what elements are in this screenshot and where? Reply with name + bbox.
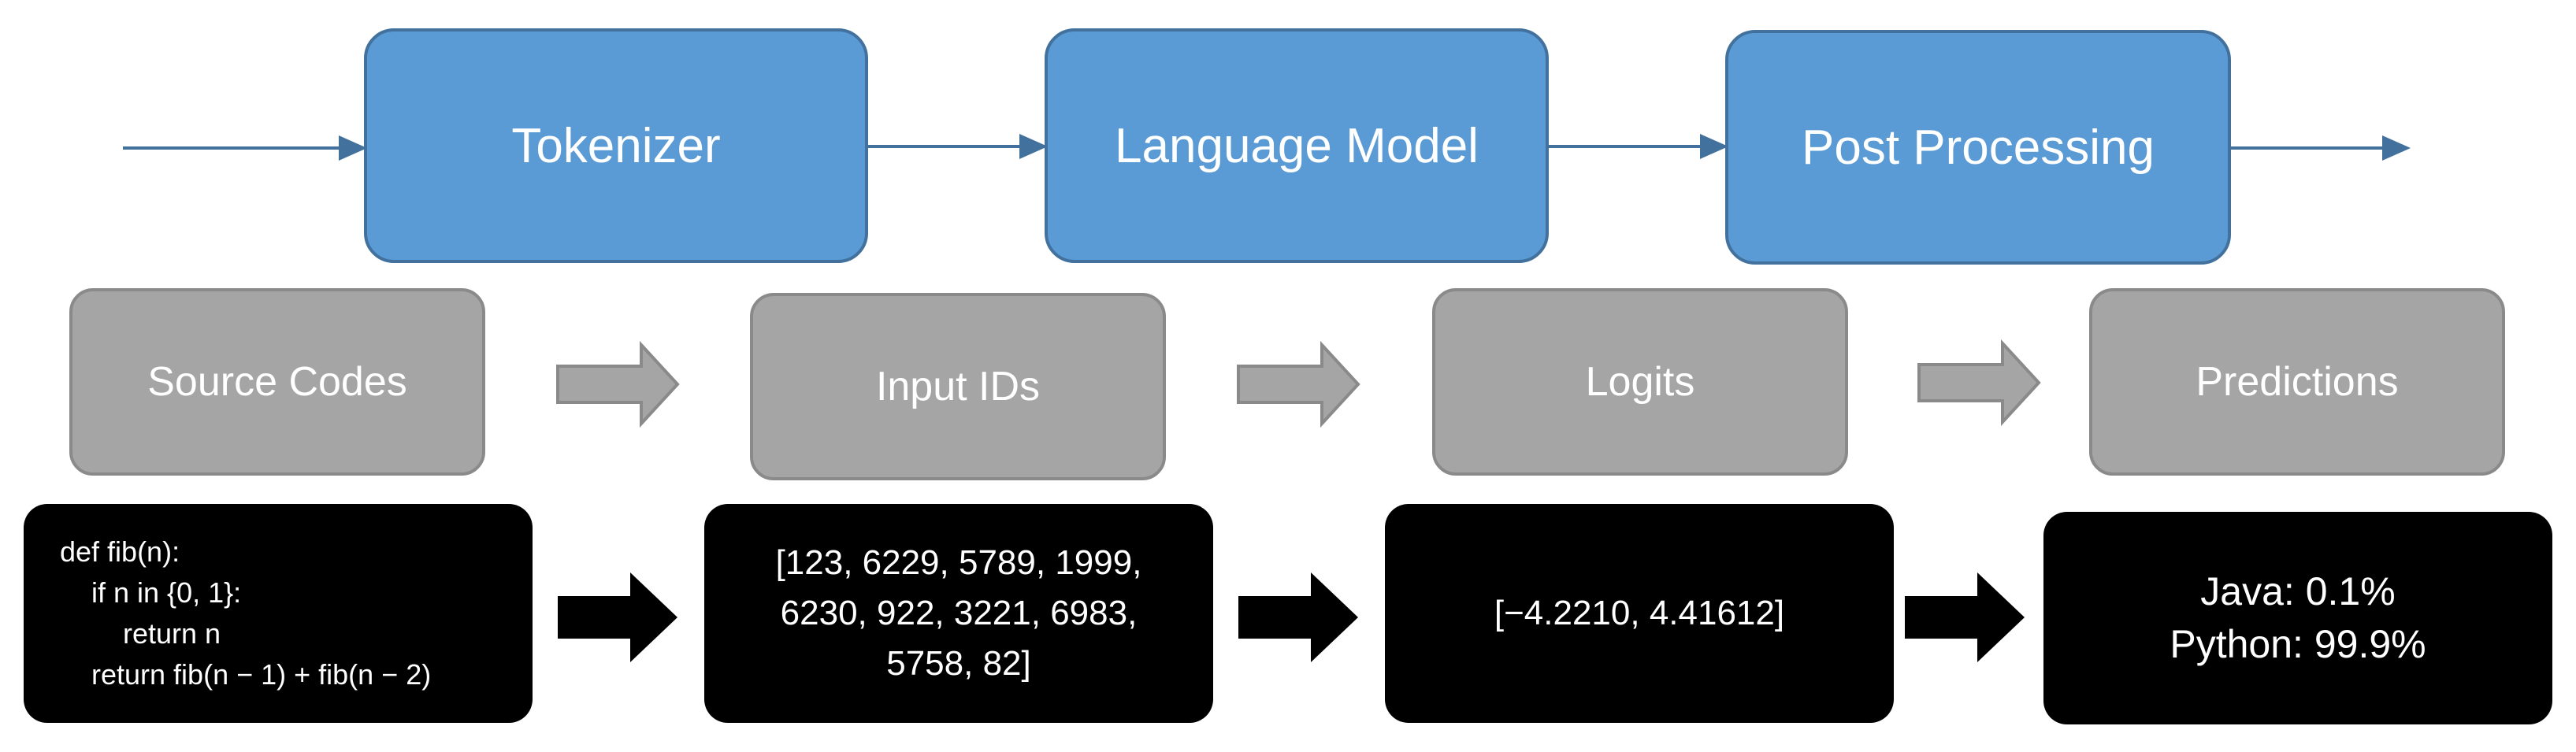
tokenizer-label: Tokenizer xyxy=(511,118,721,173)
input-ids-box: Input IDs xyxy=(750,293,1166,480)
gray-arrow-2 xyxy=(1237,340,1360,428)
black-arrow-3 xyxy=(1905,572,2025,662)
code-line: if n in {0, 1}: xyxy=(60,576,242,609)
gray-arrow-3 xyxy=(1917,339,2041,427)
predictions-label: Predictions xyxy=(2196,359,2399,405)
code-line: def fib(n): xyxy=(60,535,180,568)
predictions-example: Java: 0.1% Python: 99.9% xyxy=(2043,512,2552,724)
post-processing-label: Post Processing xyxy=(1802,120,2155,175)
predictions-box: Predictions xyxy=(2089,288,2505,476)
black-arrow-2 xyxy=(1238,572,1358,662)
language-model-label: Language Model xyxy=(1115,118,1479,173)
prediction-line: Python: 99.9% xyxy=(2170,622,2426,666)
input-ids-label: Input IDs xyxy=(875,364,1041,409)
source-codes-label: Source Codes xyxy=(147,359,407,405)
language-model-stage: Language Model xyxy=(1045,28,1549,263)
post-processing-stage: Post Processing xyxy=(1725,30,2231,265)
logits-values: [−4.2210, 4.41612] xyxy=(1494,594,1785,633)
source-code-example: def fib(n): if n in {0, 1}: return n ret… xyxy=(24,504,533,723)
input-ids-line: 6230, 922, 3221, 6983, xyxy=(780,594,1138,633)
predictions-values: Java: 0.1% Python: 99.9% xyxy=(2170,565,2426,672)
logits-box: Logits xyxy=(1432,288,1848,476)
code-line: return n xyxy=(60,617,221,650)
input-ids-line: [123, 6229, 5789, 1999, xyxy=(775,543,1142,583)
logits-label: Logits xyxy=(1585,359,1695,405)
black-arrow-1 xyxy=(558,572,677,662)
prediction-line: Java: 0.1% xyxy=(2200,569,2396,613)
source-code-block: def fib(n): if n in {0, 1}: return n ret… xyxy=(60,532,431,696)
logits-example: [−4.2210, 4.41612] xyxy=(1385,504,1894,723)
source-codes-box: Source Codes xyxy=(69,288,485,476)
code-line: return fib(n − 1) + fib(n − 2) xyxy=(60,658,432,691)
gray-arrow-1 xyxy=(556,340,680,428)
input-ids-line: 5758, 82] xyxy=(886,643,1031,683)
input-ids-example: [123, 6229, 5789, 1999, 6230, 922, 3221,… xyxy=(704,504,1213,723)
tokenizer-stage: Tokenizer xyxy=(364,28,868,263)
input-ids-values: [123, 6229, 5789, 1999, 6230, 922, 3221,… xyxy=(776,538,1142,688)
